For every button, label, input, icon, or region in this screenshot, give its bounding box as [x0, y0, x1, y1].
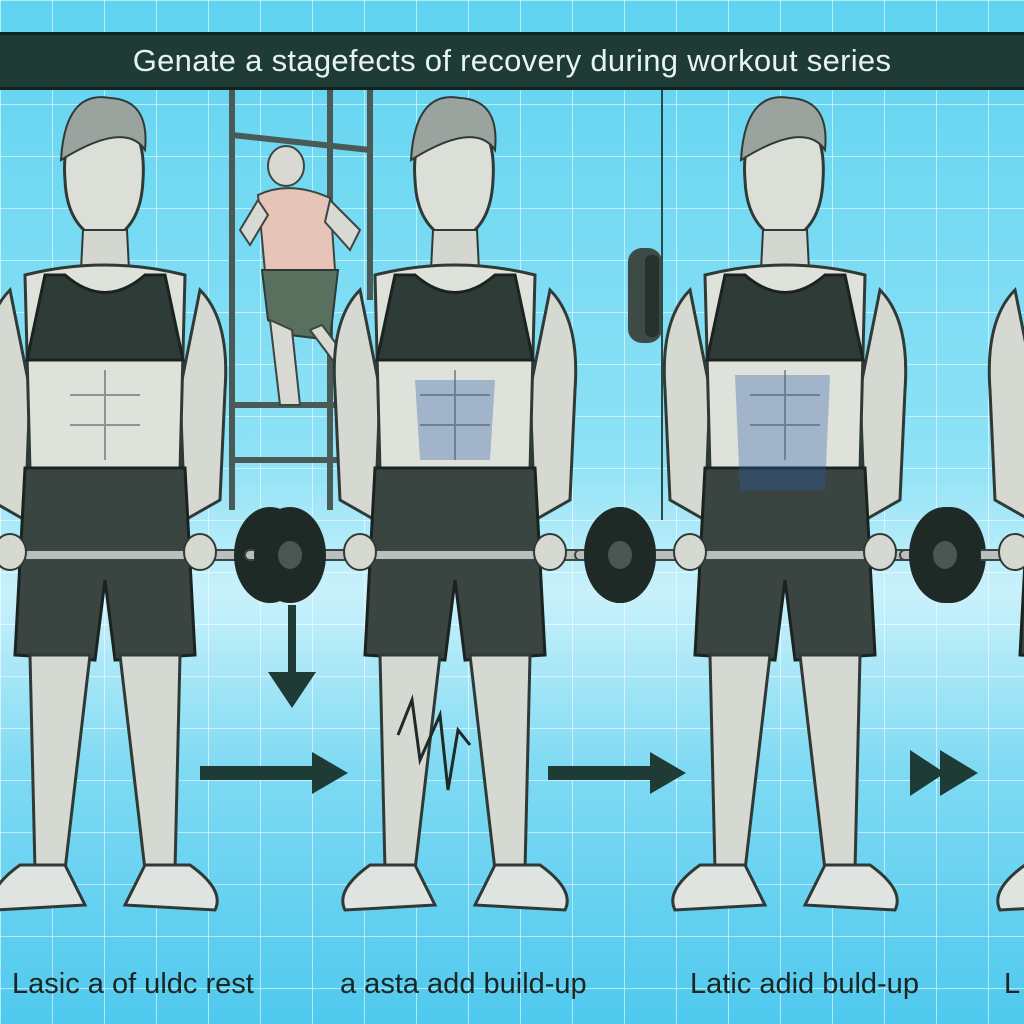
wall-weight-plate [628, 248, 662, 343]
title-banner: Genate a stagefects of recovery during w… [0, 32, 1024, 90]
double-right-arrow-icon [910, 750, 978, 796]
lifter-stage-2 [243, 95, 667, 912]
right-arrow-icon [200, 752, 348, 794]
lifter-stage-3 [573, 95, 997, 912]
down-arrow-icon [268, 605, 316, 708]
right-arrow-icon [548, 752, 686, 794]
caption-stage-1: Lasic a of uldc rest [12, 968, 254, 1000]
page-title: Genate a stagefects of recovery during w… [132, 43, 892, 78]
climbing-figure [238, 145, 362, 406]
zigzag-pain-icon [396, 694, 472, 791]
caption-stage-3: Latic adid buld-up [690, 968, 919, 1000]
caption-stage-2: a asta add build-up [340, 968, 587, 1000]
caption-stage-4: L [1004, 968, 1021, 1000]
